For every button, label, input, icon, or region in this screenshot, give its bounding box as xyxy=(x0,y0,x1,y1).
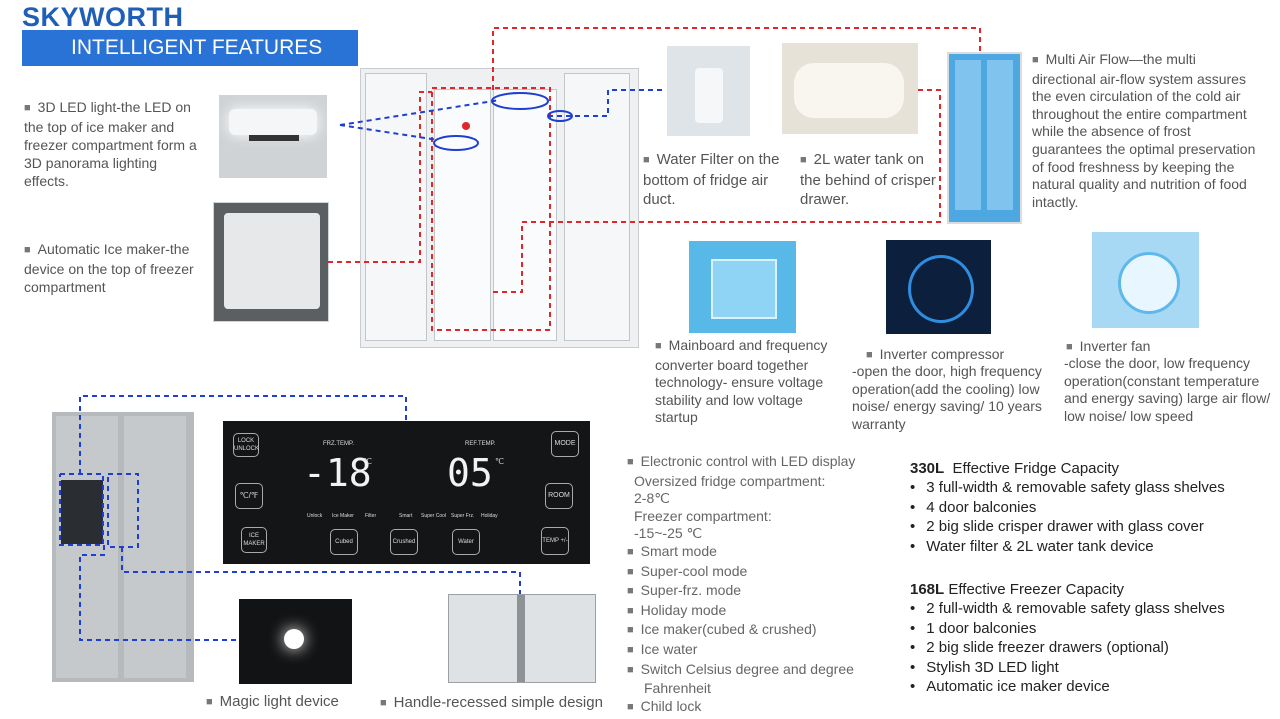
spec-line: -15~-25 ℃ xyxy=(634,525,703,542)
fridge-capacity-label: Effective Fridge Capacity xyxy=(952,460,1120,477)
led-light-text: 3D LED light-the LED on the top of ice m… xyxy=(24,98,204,190)
fridge-feature: 4 door balconies xyxy=(910,498,1270,517)
fridge-closed-photo xyxy=(52,412,194,682)
unit-toggle-button[interactable]: ℃/℉ xyxy=(235,483,263,509)
spec-bullet: Switch Celsius degree and degree Fahrenh… xyxy=(627,661,892,698)
fridge-capacity-number: 330L xyxy=(910,460,945,477)
icon-label-super-frz: Super Frz. xyxy=(451,513,475,519)
fridge-open-photo xyxy=(360,68,639,348)
spec-line: Oversized fridge compartment: xyxy=(634,472,826,489)
freezer-feature: 1 door balconies xyxy=(910,619,1270,638)
spec-heading: Electronic control with LED display xyxy=(627,453,892,473)
fridge-capacity: 330L Effective Fridge Capacity 3 full-wi… xyxy=(910,459,1270,556)
crushed-button[interactable]: Crushed xyxy=(390,529,418,555)
air-flow-photo xyxy=(947,52,1022,224)
brand-logo: SKYWORTH xyxy=(22,2,184,32)
compressor-title: Inverter compressor xyxy=(866,345,1004,365)
spec-line: 2-8℃ xyxy=(634,490,670,507)
handle-recessed-photo xyxy=(448,594,596,683)
cubed-button[interactable]: Cubed xyxy=(330,529,358,555)
freezer-capacity-label: Effective Freezer Capacity xyxy=(948,581,1125,598)
mainboard-photo xyxy=(689,241,796,333)
mode-button[interactable]: MODE xyxy=(551,431,579,457)
air-flow-text: Multi Air Flow—the multi directional air… xyxy=(1032,51,1262,211)
ice-maker-text: Automatic Ice maker-the device on the to… xyxy=(24,240,204,296)
led-light-photo xyxy=(219,95,327,178)
ref-temp-unit: ℃ xyxy=(495,457,504,466)
room-button[interactable]: ROOM xyxy=(545,483,573,509)
spec-bullet: Super-cool mode xyxy=(627,563,892,583)
freezer-feature: 2 big slide freezer drawers (optional) xyxy=(910,638,1270,657)
spec-bullet: Ice maker(cubed & crushed) xyxy=(627,621,892,641)
freezer-feature: Stylish 3D LED light xyxy=(910,658,1270,677)
ref-temp-label: REF.TEMP. xyxy=(465,441,496,447)
spec-bullet: Smart mode xyxy=(627,543,892,563)
freezer-capacity-number: 168L xyxy=(910,581,945,598)
freezer-feature: 2 full-width & removable safety glass sh… xyxy=(910,599,1270,618)
fridge-feature: Water filter & 2L water tank device xyxy=(910,537,1270,556)
lock-button[interactable]: LOCK UNLOCK xyxy=(233,433,259,457)
ice-maker-photo xyxy=(213,202,329,322)
control-display-panel: LOCK UNLOCK ℃/℉ ICE MAKER MODE ROOM TEMP… xyxy=(223,421,590,564)
magic-light-text: Magic light device xyxy=(206,693,339,712)
fridge-feature: 3 full-width & removable safety glass sh… xyxy=(910,478,1270,497)
icon-label-ice-maker: Ice Maker xyxy=(332,513,354,519)
icon-label-super-cool: Super Cool xyxy=(421,513,447,519)
frz-temp-unit: ℃ xyxy=(363,457,372,466)
handle-recessed-text: Handle-recessed simple design xyxy=(380,694,603,713)
section-banner: INTELLIGENT FEATURES xyxy=(22,30,358,66)
fan-title: Inverter fan xyxy=(1066,337,1151,357)
fridge-feature: 2 big slide crisper drawer with glass co… xyxy=(910,517,1270,536)
icon-label-filter: Filter xyxy=(365,513,377,519)
magic-light-photo xyxy=(239,599,352,684)
spec-bullet: Child lock xyxy=(627,698,892,718)
water-filter-text: Water Filter on the bottom of fridge air… xyxy=(643,150,793,209)
fan-desc: -close the door, low frequency operation… xyxy=(1064,355,1271,424)
water-filter-photo xyxy=(667,46,750,136)
water-tank-photo xyxy=(782,43,918,134)
spec-bullet: Holiday mode xyxy=(627,602,892,622)
compressor-desc: -open the door, high frequency operation… xyxy=(852,363,1042,432)
fan-photo xyxy=(1092,232,1199,328)
freezer-feature: Automatic ice maker device xyxy=(910,677,1270,696)
ref-temp-value: 05 xyxy=(447,451,493,495)
mainboard-text: Mainboard and frequency converter board … xyxy=(655,337,835,427)
spec-line: Freezer compartment: xyxy=(634,507,772,524)
icon-label-holiday: Holiday xyxy=(481,513,498,519)
spec-bullet: Ice water xyxy=(627,641,892,661)
frz-temp-label: FRZ.TEMP. xyxy=(323,441,354,447)
ice-maker-button[interactable]: ICE MAKER xyxy=(241,527,267,553)
compressor-photo xyxy=(886,240,991,334)
water-tank-text: 2L water tank on the behind of crisper d… xyxy=(800,150,940,209)
temp-button[interactable]: TEMP +/- xyxy=(541,527,569,555)
water-button[interactable]: Water xyxy=(452,529,480,555)
frz-temp-value: -18 xyxy=(303,451,372,495)
icon-label-unlock: Unlock xyxy=(307,513,323,519)
icon-label-smart: Smart xyxy=(399,513,413,519)
control-specs: Electronic control with LED display Over… xyxy=(627,453,892,717)
freezer-capacity: 168L Effective Freezer Capacity 2 full-w… xyxy=(910,580,1270,696)
spec-bullet: Super-frz. mode xyxy=(627,582,892,602)
